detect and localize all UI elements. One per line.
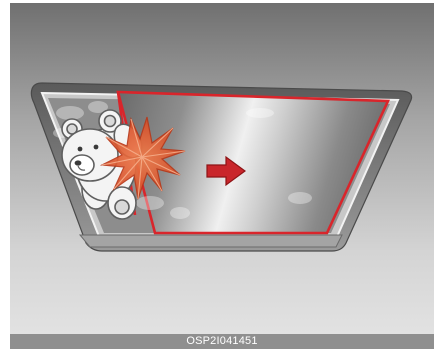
roof-ledge: [80, 235, 342, 247]
sunroof-illustration: [10, 3, 434, 335]
figure-frame: OSP2I041451: [10, 3, 434, 349]
figure-code: OSP2I041451: [10, 334, 434, 349]
